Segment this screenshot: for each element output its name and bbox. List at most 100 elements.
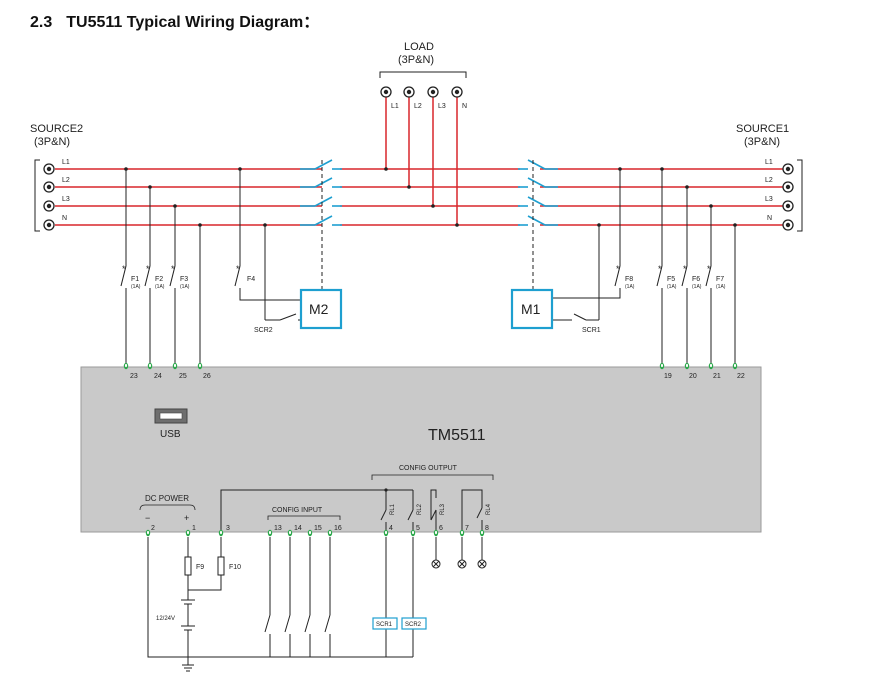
terminal-13: 13 — [274, 525, 282, 532]
source1-subtitle: (3P&N) — [744, 136, 780, 148]
fuse-f10-label: F10 — [229, 564, 241, 571]
terminal-1: 1 — [192, 525, 196, 532]
relay-rl4: RL4 — [486, 503, 492, 515]
fuse-f6-label: F6 — [692, 276, 700, 283]
config-output-group: CONFIG OUTPUT RL1 RL2 RL3 RL4 4 5 6 7 8 — [220, 465, 494, 532]
dc-minus: − — [145, 513, 150, 523]
section-number: 2.3 — [30, 14, 53, 31]
source2-line-label: L2 — [62, 177, 70, 184]
config-output-label: CONFIG OUTPUT — [399, 465, 458, 472]
junction-dots — [124, 167, 737, 227]
source1-block: SOURCE1 (3P&N) L1 L2 L3 N — [736, 123, 803, 232]
svg-text:*: * — [683, 264, 687, 274]
dc-power-label: DC POWER — [145, 494, 189, 503]
terminal-15: 15 — [314, 525, 322, 532]
svg-text:*: * — [707, 264, 711, 274]
fuse-markers-right: * * * * — [616, 264, 711, 274]
config-input-group: CONFIG INPUT 13 14 15 16 — [267, 507, 342, 532]
dc-plus: + — [184, 513, 189, 523]
fuse-f3-label: F3 — [180, 276, 188, 283]
scr1-box-label: SCR1 — [376, 622, 393, 628]
source1-line-label: L1 — [765, 159, 773, 166]
source1-line-label: L2 — [765, 177, 773, 184]
scr2-box: SCR2 — [401, 617, 427, 630]
source2-switch-contacts — [300, 159, 342, 226]
load-title: LOAD — [404, 41, 434, 53]
fuse-f9-label: F9 — [196, 564, 204, 571]
terminal-23: 23 — [130, 373, 138, 380]
svg-text:*: * — [146, 264, 150, 274]
source2-subtitle: (3P&N) — [34, 136, 70, 148]
terminal-16: 16 — [334, 525, 342, 532]
svg-text:*: * — [171, 264, 175, 274]
external-wiring — [147, 537, 483, 672]
fuse-f1-label: F1 — [131, 276, 139, 283]
fuse-labels-right: F8 (1A) F5 (1A) F6 (1A) F7 (1A) — [625, 276, 726, 290]
load-feeders — [385, 92, 458, 225]
common-bus — [340, 168, 520, 226]
scr2-box-label: SCR2 — [405, 622, 422, 628]
source2-bus — [55, 168, 322, 226]
source2-sense-wiring — [120, 169, 323, 367]
usb-label: USB — [160, 429, 181, 440]
section-title: TU5511 Typical Wiring Diagram： — [66, 14, 320, 31]
fuse-f5-label: F5 — [667, 276, 675, 283]
dc-power-group: DC POWER − + 2 1 — [139, 494, 196, 532]
fuse-f1-rating: (1A) — [131, 284, 141, 290]
fuse-f7-rating: (1A) — [716, 284, 726, 290]
fuse-f7-label: F7 — [716, 276, 724, 283]
fuse-f8-label: F8 — [625, 276, 633, 283]
source1-bus — [540, 168, 789, 226]
lamp-icon — [431, 559, 487, 569]
source1-switch-contacts — [518, 159, 558, 226]
source1-terminal-icon — [782, 163, 794, 231]
motor-m1-label: M1 — [521, 301, 541, 317]
terminal-3: 3 — [226, 525, 230, 532]
terminal-4: 4 — [389, 525, 393, 532]
fuse-f2-label: F2 — [155, 276, 163, 283]
load-terminal-label: N — [462, 103, 467, 110]
motor-m1: M1 — [510, 288, 554, 330]
terminal-20: 20 — [689, 373, 697, 380]
source2-line-label: N — [62, 215, 67, 222]
relay-rl1: RL1 — [390, 503, 396, 515]
terminal-26: 26 — [203, 373, 211, 380]
scr1-label: SCR1 — [582, 327, 601, 334]
motor-m2-label: M2 — [309, 301, 329, 317]
source2-title: SOURCE2 — [30, 123, 83, 135]
fuse-markers-left: * * * * — [122, 264, 240, 274]
load-subtitle: (3P&N) — [398, 54, 434, 66]
load-terminal-label: L3 — [438, 103, 446, 110]
source1-line-label: N — [767, 215, 772, 222]
load-block: LOAD (3P&N) L1 L2 L3 N — [379, 41, 467, 110]
usb-port: USB — [154, 408, 188, 440]
fuse-labels-left: F1 (1A) F2 (1A) F3 (1A) F4 — [131, 276, 255, 290]
terminal-24: 24 — [154, 373, 162, 380]
terminal-14: 14 — [294, 525, 302, 532]
mechanical-links — [321, 160, 534, 290]
terminal-5: 5 — [416, 525, 420, 532]
controller-panel — [80, 366, 762, 533]
terminal-7: 7 — [465, 525, 469, 532]
terminal-2: 2 — [151, 525, 155, 532]
source1-sense-wiring — [531, 169, 736, 367]
source2-block: SOURCE2 (3P&N) L1 L2 L3 N — [30, 123, 83, 232]
bottom-labels: F9 F10 12/24V — [156, 564, 241, 622]
fuse-f8-rating: (1A) — [625, 284, 635, 290]
svg-text:*: * — [122, 264, 126, 274]
config-input-label: CONFIG INPUT — [272, 507, 323, 514]
fuse-f2-rating: (1A) — [155, 284, 165, 290]
scr2-label: SCR2 — [254, 327, 273, 334]
load-terminal-label: L1 — [391, 103, 399, 110]
controller-model: TM5511 — [428, 427, 486, 444]
fuse-f4-label: F4 — [247, 276, 255, 283]
relay-rl2: RL2 — [417, 503, 423, 515]
relay-rl3: RL3 — [440, 503, 446, 515]
terminal-8: 8 — [485, 525, 489, 532]
section-heading: 2.3 TU5511 Typical Wiring Diagram： — [30, 8, 333, 32]
terminal-25: 25 — [179, 373, 187, 380]
svg-text:*: * — [236, 264, 240, 274]
fuse-f6-rating: (1A) — [692, 284, 702, 290]
svg-text:*: * — [658, 264, 662, 274]
